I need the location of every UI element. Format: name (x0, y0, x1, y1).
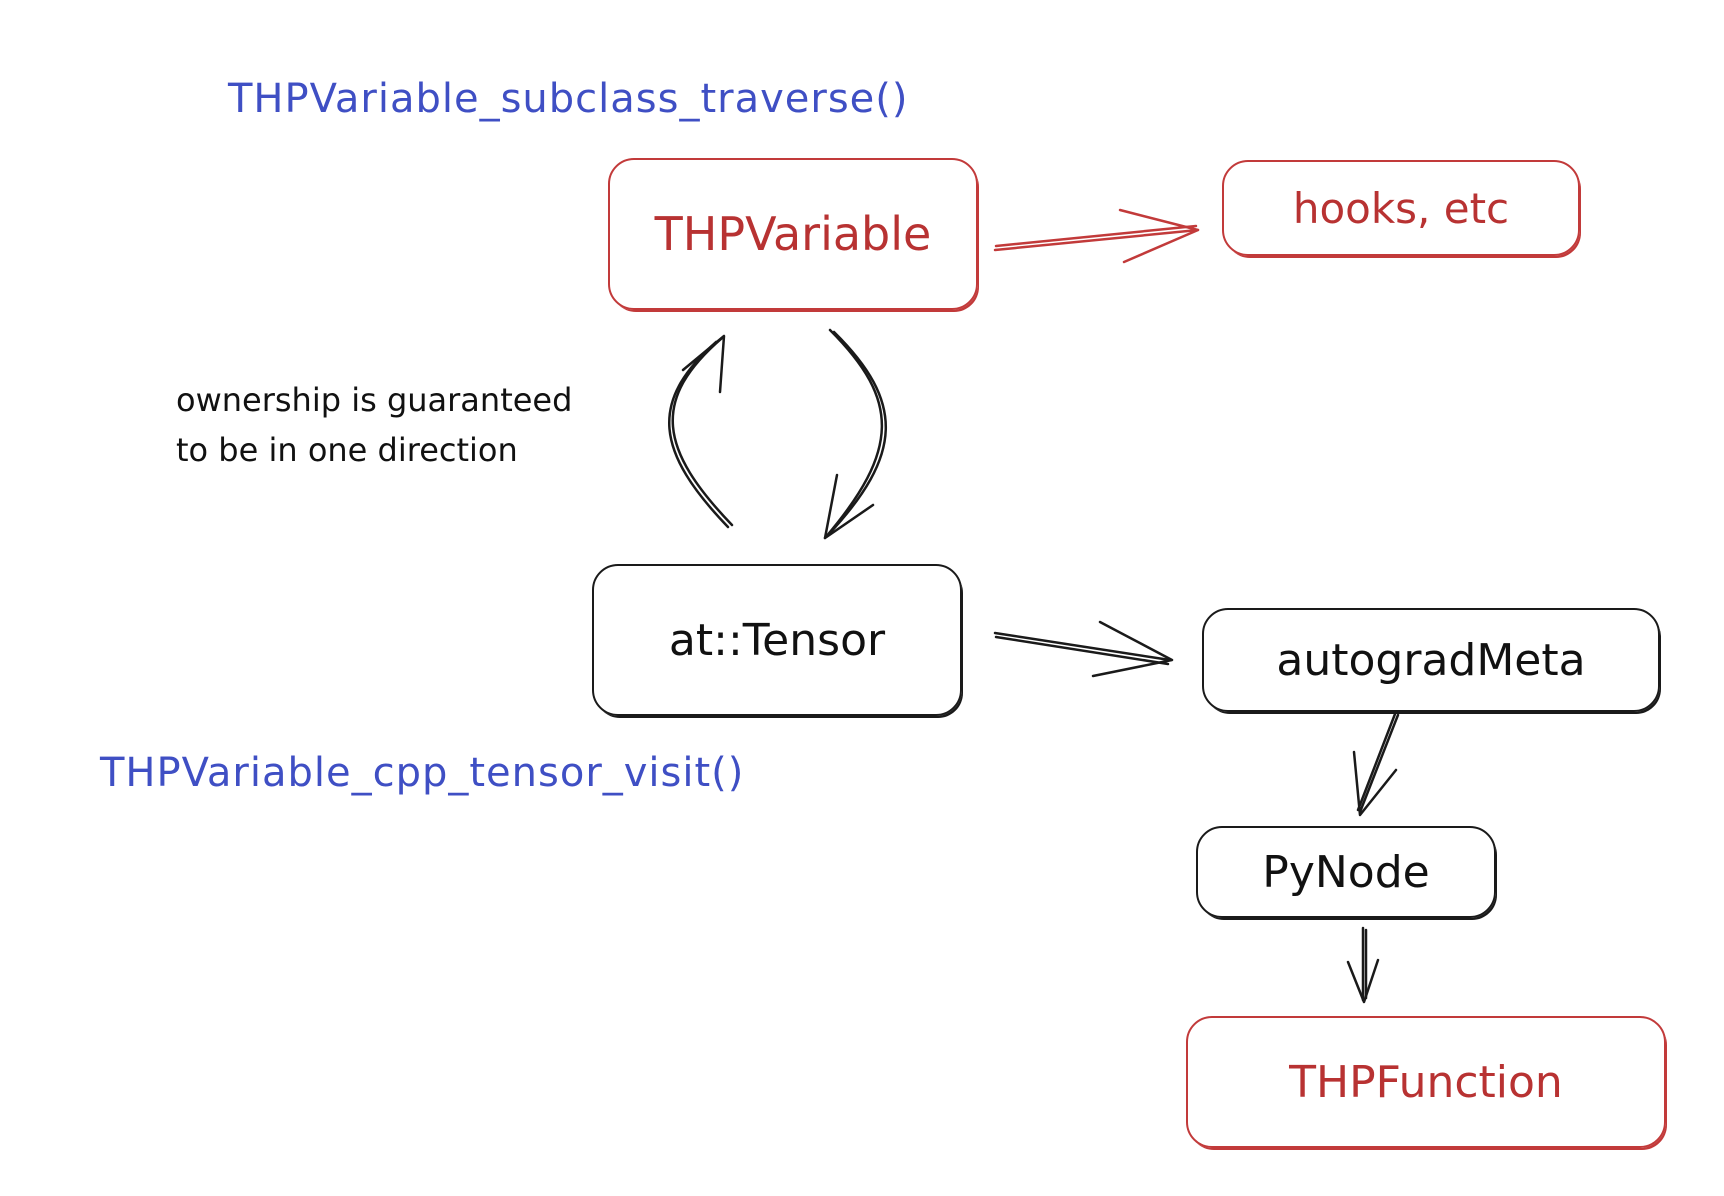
thpfunction-label: THPFunction (1289, 1056, 1563, 1108)
thpfunction-node: THPFunction (1186, 1016, 1666, 1148)
tensor-label: at::Tensor (668, 614, 886, 666)
thpvariable-node: THPVariable (608, 158, 978, 310)
ownership-note-line-2: to be in one direction (176, 431, 518, 469)
hooks-node: hooks, etc (1222, 160, 1580, 256)
pynode-node: PyNode (1196, 826, 1496, 918)
arrow-autogradmeta-to-pynode (1352, 712, 1400, 817)
hooks-label: hooks, etc (1292, 183, 1510, 233)
pynode-label: PyNode (1262, 846, 1430, 898)
thpvariable-label: THPVariable (654, 207, 932, 261)
arrow-pynode-to-thpfunction (1346, 926, 1380, 1004)
arrow-thpvariable-to-tensor (823, 328, 887, 540)
autogradmeta-node: autogradMeta (1202, 608, 1660, 712)
tensor-node: at::Tensor (592, 564, 962, 716)
arrow-thpvariable-to-hooks (993, 208, 1200, 264)
arrow-tensor-to-thpvariable (668, 334, 734, 529)
top-function-label: THPVariable_subclass_traverse() (228, 76, 909, 122)
arrow-tensor-to-autogradmeta (993, 620, 1174, 678)
ownership-note: ownership is guaranteed to be in one dir… (176, 375, 572, 475)
bottom-function-label: THPVariable_cpp_tensor_visit() (100, 750, 745, 796)
autogradmeta-label: autogradMeta (1276, 634, 1586, 686)
ownership-note-line-1: ownership is guaranteed (176, 381, 573, 419)
